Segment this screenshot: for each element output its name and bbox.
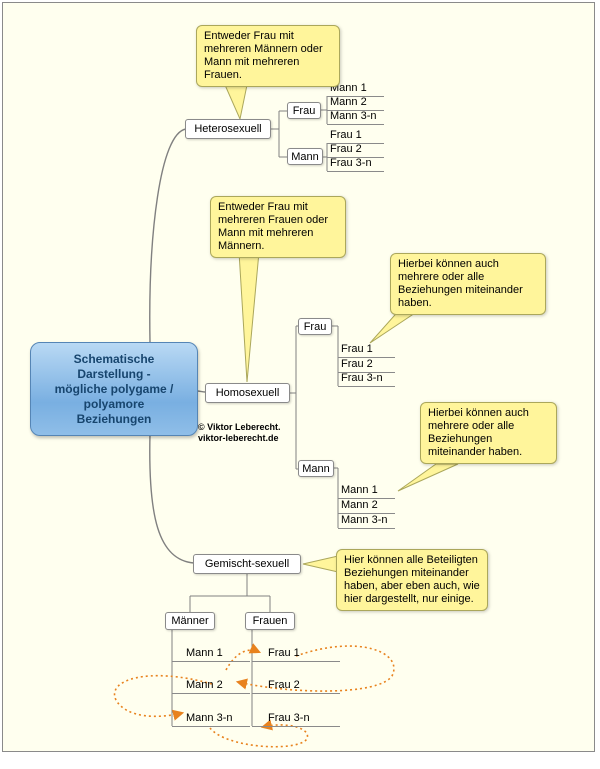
leaf-gemischt-frau2: Frau 2 xyxy=(252,679,340,694)
leaf-homo-mann-mann3n: Mann 3-n xyxy=(338,514,395,529)
callout-homo: Entweder Frau mit mehreren Frauen oder M… xyxy=(210,196,346,258)
watermark-author: © Viktor Leberecht. xyxy=(198,422,281,432)
root-topic-line: Beziehungen xyxy=(76,411,152,426)
callout-homo-mann: Hierbei können auch mehrere oder alle Be… xyxy=(420,402,557,464)
leaf-gemischt-mann2: Mann 2 xyxy=(172,679,250,694)
root-topic-line: polyamore xyxy=(83,396,145,411)
leaf-hetero-mann-frau3n: Frau 3-n xyxy=(327,157,384,172)
leaf-gemischt-frau1: Frau 1 xyxy=(252,647,340,662)
root-topic-line: Darstellung - xyxy=(77,366,151,381)
leaf-hetero-frau-mann3n: Mann 3-n xyxy=(327,110,384,125)
callout-gemischt: Hier können alle Beteiligten Beziehungen… xyxy=(336,549,488,611)
node-homo-frau: Frau xyxy=(298,318,332,335)
root-topic-line: mögliche polygame / xyxy=(54,381,174,396)
node-gemischt-sexuell: Gemischt-sexuell xyxy=(193,554,301,574)
root-topic: Schematische Darstellung - mögliche poly… xyxy=(30,342,198,436)
leaf-hetero-frau-mann2: Mann 2 xyxy=(327,96,384,111)
watermark: © Viktor Leberecht. viktor-leberecht.de xyxy=(198,422,281,444)
callout-pointer-hetero xyxy=(224,84,248,121)
leaf-hetero-mann-frau2: Frau 2 xyxy=(327,143,384,158)
node-heterosexuell: Heterosexuell xyxy=(185,119,271,139)
node-frauen: Frauen xyxy=(245,612,295,630)
callout-pointer-homo xyxy=(238,251,260,383)
leaf-gemischt-frau3n: Frau 3-n xyxy=(252,712,340,727)
callout-homo-frau: Hierbei können auch mehrere oder alle Be… xyxy=(390,253,546,315)
relation-arrow-mann2-loop-mann3n xyxy=(113,674,213,721)
node-homo-mann: Mann xyxy=(298,460,334,477)
node-homosexuell: Homosexuell xyxy=(205,383,290,403)
leaf-gemischt-mann1: Mann 1 xyxy=(172,647,250,662)
node-hetero-mann: Mann xyxy=(287,148,323,165)
leaf-homo-mann-mann1: Mann 1 xyxy=(338,484,395,499)
callout-pointer-homo-mann xyxy=(397,463,459,492)
leaf-hetero-mann-frau1: Frau 1 xyxy=(327,129,384,144)
leaf-homo-frau-frau3n: Frau 3-n xyxy=(338,372,395,387)
root-topic-line: Schematische xyxy=(73,351,155,366)
node-hetero-frau: Frau xyxy=(287,102,321,119)
leaf-gemischt-mann3n: Mann 3-n xyxy=(172,712,250,727)
leaf-homo-frau-frau1: Frau 1 xyxy=(338,343,395,358)
callout-pointer-gemischt xyxy=(302,555,339,573)
node-maenner: Männer xyxy=(165,612,215,630)
relation-arrow-mann3n-frau3n xyxy=(209,719,309,748)
leaf-homo-frau-frau2: Frau 2 xyxy=(338,358,395,373)
callout-hetero: Entweder Frau mit mehreren Männern oder … xyxy=(196,25,340,87)
watermark-url: viktor-leberecht.de xyxy=(198,433,279,443)
relation-arrow-frau1-loop-mann2 xyxy=(235,645,395,692)
leaf-homo-mann-mann2: Mann 2 xyxy=(338,499,395,514)
leaf-hetero-frau-mann1: Mann 1 xyxy=(327,82,384,97)
